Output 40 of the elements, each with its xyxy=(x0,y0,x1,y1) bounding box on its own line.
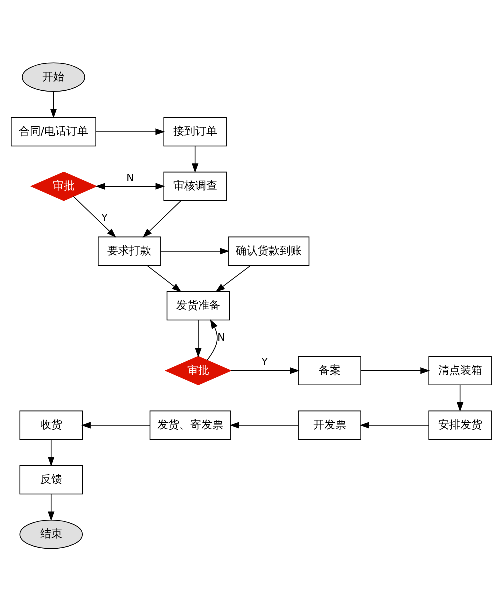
node-box: 合同/电话订单 xyxy=(11,117,96,147)
edge-label: N xyxy=(218,332,226,344)
node-box: 接到订单 xyxy=(164,117,227,147)
arrow xyxy=(230,422,299,429)
arrow xyxy=(96,128,166,136)
arrow xyxy=(192,146,199,174)
arrow xyxy=(147,265,182,292)
node-box: 审核调查 xyxy=(164,172,227,202)
arrow xyxy=(457,384,464,412)
node-diamond: 审批 xyxy=(30,172,98,202)
node-box: 备案 xyxy=(298,356,362,386)
edge-label: Y xyxy=(262,356,268,369)
node-box: 收货 xyxy=(20,410,84,440)
arrow xyxy=(81,422,150,429)
arrow xyxy=(50,91,58,119)
arrow xyxy=(96,183,166,190)
arrow xyxy=(73,196,116,238)
edge-label: Y xyxy=(102,212,108,225)
arrow xyxy=(206,319,218,361)
node-box: 确认货款到账 xyxy=(228,236,310,266)
edge-label: N xyxy=(126,172,134,184)
arrow xyxy=(142,200,182,238)
arrow xyxy=(360,422,430,429)
node-box: 发货准备 xyxy=(166,291,230,321)
node-diamond: 审批 xyxy=(164,356,232,386)
node-box: 安排发货 xyxy=(428,410,492,440)
arrow xyxy=(216,265,252,292)
node-box: 清点装箱 xyxy=(428,356,492,386)
arrow xyxy=(195,320,202,358)
arrow xyxy=(48,439,55,467)
node-box: 发货、寄发票 xyxy=(150,410,232,440)
node-box: 反馈 xyxy=(20,465,84,495)
arrow xyxy=(360,368,430,374)
node-ellipse: 开始 xyxy=(22,62,86,92)
node-box: 要求打款 xyxy=(98,236,162,266)
node-ellipse: 结束 xyxy=(20,520,84,550)
node-box: 开发票 xyxy=(298,410,362,440)
arrow xyxy=(160,248,230,255)
arrow xyxy=(230,368,300,374)
arrow xyxy=(48,494,55,522)
